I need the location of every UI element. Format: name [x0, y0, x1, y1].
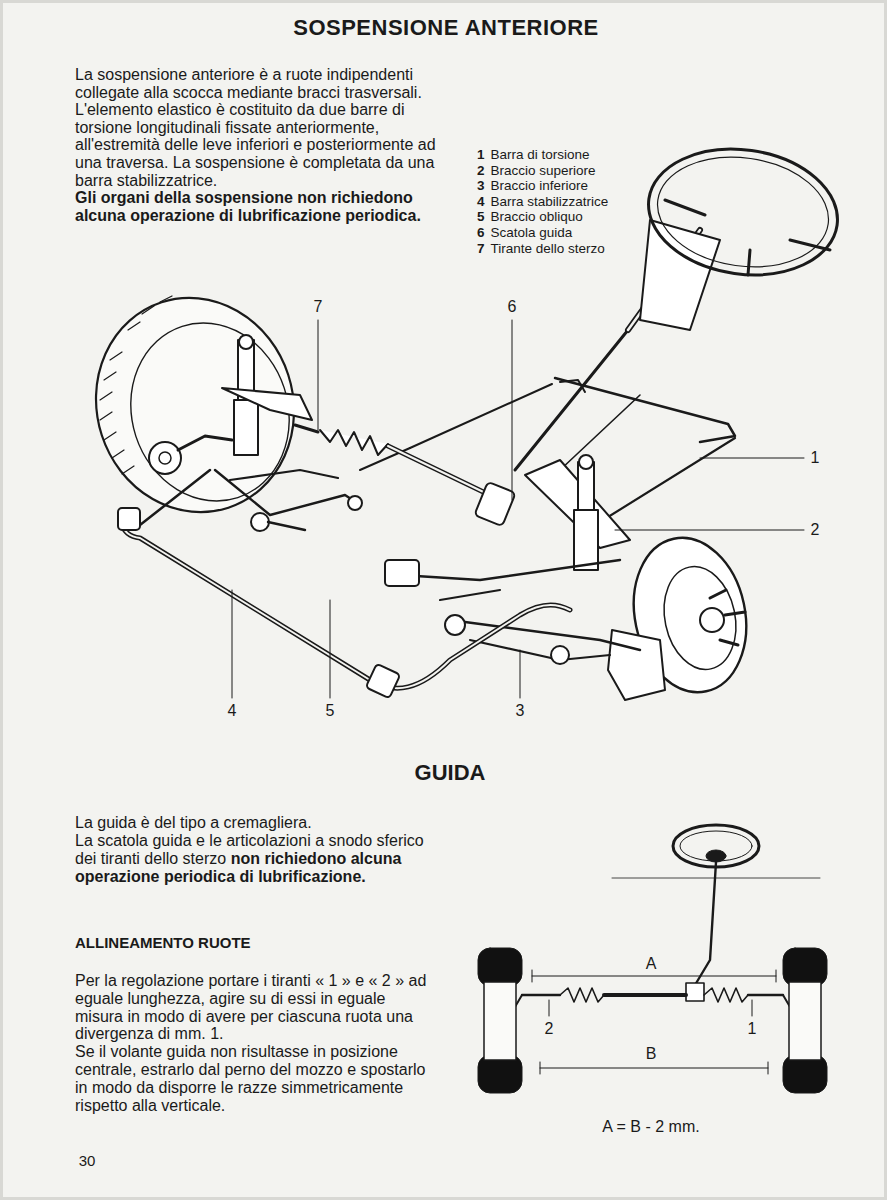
callout-number: 2: [809, 521, 822, 539]
key-number: 5: [477, 209, 485, 224]
key-text: Tirante dello sterzo: [491, 241, 605, 256]
text-block: 6 Scatola guida: [477, 225, 677, 241]
tie-rod-label: 1: [746, 1020, 759, 1038]
key-text: Braccio inferiore: [491, 178, 589, 193]
text-block: Se il volante guida non risultasse in po…: [75, 1043, 437, 1114]
paragraph-text: La sospensione anteriore è a ruote indip…: [75, 66, 436, 189]
key-text: Barra di torsione: [491, 147, 590, 162]
section-title: GUIDA: [413, 760, 488, 786]
paragraph-text: ALLINEAMENTO RUOTE: [75, 934, 251, 951]
key-number: 6: [477, 225, 485, 240]
callout-number: 7: [312, 298, 325, 316]
key-number: 2: [477, 163, 485, 178]
key-text: Braccio obliquo: [491, 209, 583, 224]
text-block: Gli organi della sospensione non richied…: [75, 189, 453, 224]
paragraph-text: Gli organi della sospensione non richied…: [75, 189, 421, 224]
text-block: 2 Braccio superiore: [477, 163, 677, 179]
callout-number: 6: [506, 298, 519, 316]
steering-text: La guida è del tipo a cremagliera.La sca…: [75, 814, 437, 886]
dimension-label: B: [644, 1045, 659, 1063]
key-text: Braccio superiore: [491, 163, 596, 178]
paragraph-text: Se il volante guida non risultasse in po…: [75, 1043, 425, 1113]
key-text: Scatola guida: [491, 225, 573, 240]
callout-number: 1: [809, 449, 822, 467]
text-block: La guida è del tipo a cremagliera.: [75, 814, 437, 832]
section-heading: ALLINEAMENTO RUOTE: [75, 934, 437, 952]
text-block: La scatola guida e le articolazioni a sn…: [75, 832, 437, 886]
alignment-text: Per la regolazione portare i tiranti « 1…: [75, 972, 437, 1114]
key-number: 3: [477, 178, 485, 193]
key-number: 4: [477, 194, 485, 209]
text-block: 1 Barra di torsione: [477, 147, 677, 163]
intro-text: La sospensione anteriore è a ruote indip…: [75, 66, 453, 224]
callout-number: 3: [514, 702, 527, 720]
text-block: 4 Barra stabilizzatrice: [477, 194, 677, 210]
key-number: 7: [477, 241, 485, 256]
key-text: Barra stabilizzatrice: [491, 194, 609, 209]
text-block: 5 Braccio obliquo: [477, 209, 677, 225]
page-title: SOSPENSIONE ANTERIORE: [293, 15, 599, 41]
callout-number: 5: [324, 702, 337, 720]
page-number: 30: [77, 1152, 98, 1169]
paragraph-text: Per la regolazione portare i tiranti « 1…: [75, 972, 426, 1042]
tie-rod-label: 2: [543, 1020, 556, 1038]
text-block: 3 Braccio inferiore: [477, 178, 677, 194]
callout-number: 4: [226, 702, 239, 720]
paragraph-text: La guida è del tipo a cremagliera.: [75, 814, 312, 831]
text-block: ALLINEAMENTO RUOTE: [75, 934, 437, 952]
dimension-label: A: [644, 955, 659, 973]
dimension-formula: A = B - 2 mm.: [600, 1118, 701, 1136]
text-block: Per la regolazione portare i tiranti « 1…: [75, 972, 437, 1043]
parts-key: 1Barra di torsione2Braccio superiore3Bra…: [477, 147, 677, 256]
text-block: 7 Tirante dello sterzo: [477, 241, 677, 257]
key-number: 1: [477, 147, 485, 162]
text-block: La sospensione anteriore è a ruote indip…: [75, 66, 453, 189]
